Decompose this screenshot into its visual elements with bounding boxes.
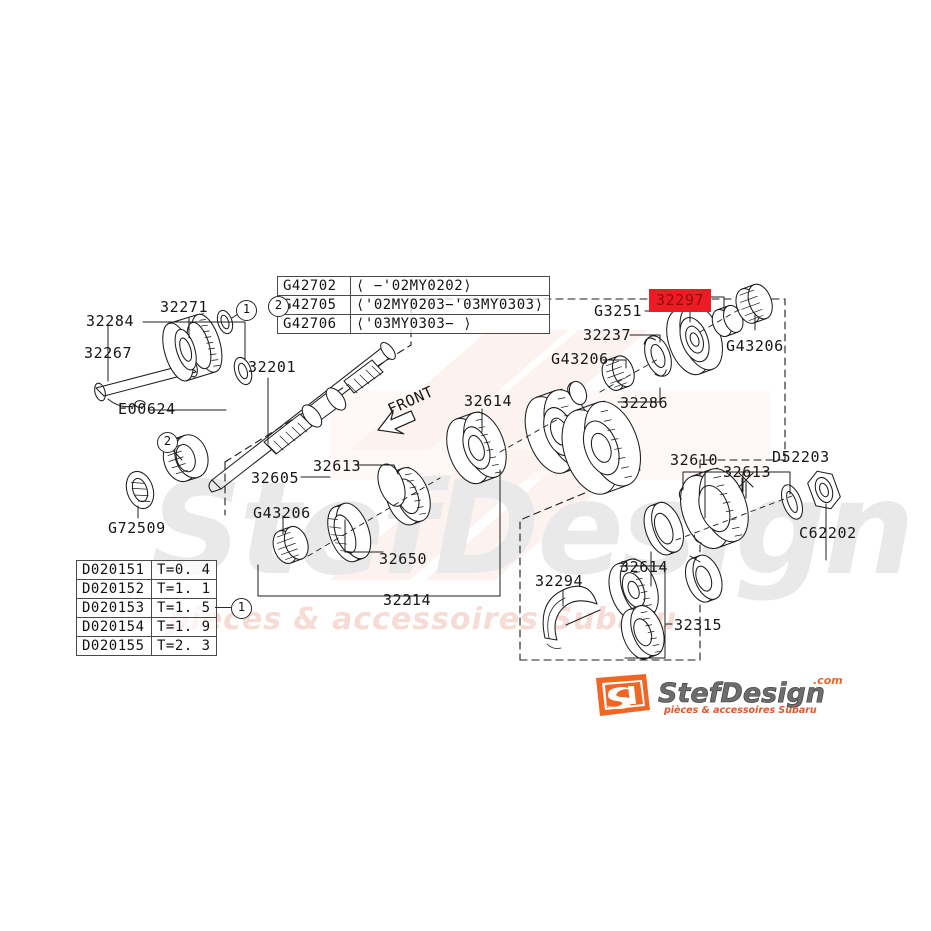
variant-range: ⟨'02MY0203−'03MY0303⟩	[350, 295, 550, 315]
part-label-D52203: D52203	[772, 448, 830, 466]
thickness-value: T=1. 1	[151, 579, 217, 599]
part-label-32201: 32201	[248, 358, 297, 376]
callout-1-upper: 1	[236, 300, 257, 321]
part-label-32271: 32271	[160, 298, 209, 316]
part-label-32267: 32267	[84, 344, 133, 362]
thickness-part: D020155	[76, 636, 152, 656]
stefdesign-logo[interactable]: StefDesign .com pièces & accessoires Sub…	[592, 672, 852, 718]
thickness-part: D020152	[76, 579, 152, 599]
thickness-value: T=2. 3	[151, 636, 217, 656]
thickness-value: T=1. 5	[151, 598, 217, 618]
variant-code: G42706	[277, 314, 351, 334]
logo-wordmark: StefDesign .com pièces & accessoires Sub…	[658, 674, 843, 716]
thickness-table: D020151 T=0. 4 D020152 T=1. 1 D020153 T=…	[76, 560, 217, 656]
highlighted-part-32297: 32297	[649, 289, 712, 312]
part-label-G43206-left: G43206	[253, 504, 311, 522]
callout-1-thickness-table: 1	[231, 598, 252, 619]
variant-table: G42702 ⟨ −'02MY0202⟩ G42705 ⟨'02MY0203−'…	[277, 276, 550, 334]
part-label-32294: 32294	[535, 572, 584, 590]
part-label-32614-center: 32614	[464, 392, 513, 410]
part-label-32286: 32286	[620, 394, 669, 412]
logo-monogram-badge	[596, 674, 650, 716]
variant-range: ⟨'03MY0303− ⟩	[350, 314, 550, 334]
thickness-part: D020151	[76, 560, 152, 580]
svg-text:StefDesign: StefDesign	[658, 678, 825, 709]
part-label-32315: 32315	[674, 616, 723, 634]
part-label-G43206-right: G43206	[726, 337, 784, 355]
part-label-G3251: G3251	[594, 302, 643, 320]
part-label-32650: 32650	[379, 550, 428, 568]
svg-text:pièces & accessoires Subaru: pièces & accessoires Subaru	[663, 705, 817, 716]
part-label-32214: 32214	[383, 591, 432, 609]
callout-2-variant-table: 2	[268, 296, 289, 317]
part-label-32614-right: 32614	[620, 558, 669, 576]
thickness-value: T=0. 4	[151, 560, 217, 580]
table-row: G42705 ⟨'02MY0203−'03MY0303⟩	[277, 295, 550, 315]
thickness-part: D020154	[76, 617, 152, 637]
part-label-E00624: E00624	[118, 400, 176, 418]
thickness-value: T=1. 9	[151, 617, 217, 637]
variant-range: ⟨ −'02MY0202⟩	[350, 276, 550, 296]
table-row: G42706 ⟨'03MY0303− ⟩	[277, 314, 550, 334]
callout-2-left: 2	[157, 432, 178, 453]
thickness-callout-leader	[215, 607, 231, 608]
table-row: D020152 T=1. 1	[76, 579, 217, 599]
part-label-32613-right: 32613	[723, 463, 772, 481]
part-label-32284: 32284	[86, 312, 135, 330]
part-label-32610: 32610	[670, 451, 719, 469]
table-row: D020153 T=1. 5	[76, 598, 217, 618]
part-label-32237: 32237	[583, 326, 632, 344]
part-label-G43206-mid: G43206	[551, 350, 609, 368]
part-label-32613-left: 32613	[313, 457, 362, 475]
part-label-32605: 32605	[251, 469, 300, 487]
svg-text:.com: .com	[813, 674, 843, 687]
table-row: D020151 T=0. 4	[76, 560, 217, 580]
table-row: D020154 T=1. 9	[76, 617, 217, 637]
part-label-G72509: G72509	[108, 519, 166, 537]
variant-code: G42702	[277, 276, 351, 296]
table-row: G42702 ⟨ −'02MY0202⟩	[277, 276, 550, 296]
table-row: D020155 T=2. 3	[76, 636, 217, 656]
thickness-part: D020153	[76, 598, 152, 618]
part-label-C62202: C62202	[799, 524, 857, 542]
